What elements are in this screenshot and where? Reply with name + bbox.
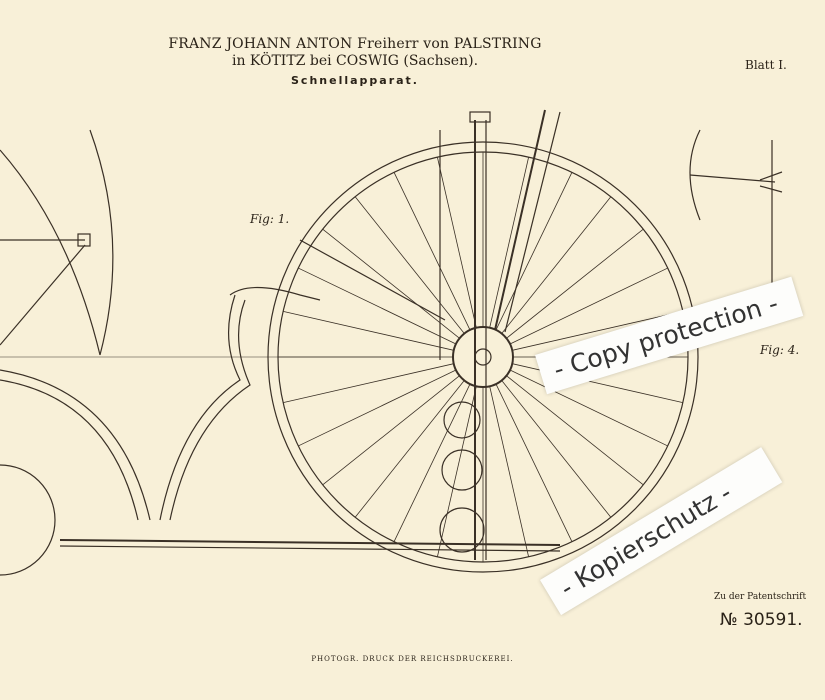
invention-title: Schnellapparat. xyxy=(291,74,419,87)
wheel-spoke xyxy=(501,380,612,518)
fig2-partial xyxy=(0,129,114,356)
wheel-spoke xyxy=(322,228,460,339)
wheel-spoke xyxy=(283,310,454,351)
wheel-spoke xyxy=(393,383,471,542)
small-wheel-left xyxy=(0,369,151,576)
large-wheel xyxy=(267,141,699,573)
wheel-spoke xyxy=(495,383,573,542)
wheel-spoke xyxy=(509,369,668,447)
figure-4-label: Fig: 4. xyxy=(760,343,800,357)
inventor-name: FRANZ JOHANN ANTON Freiherr von PALSTRIN… xyxy=(168,36,542,52)
wheel-spoke xyxy=(298,267,457,345)
inventor-location: in KÖTITZ bei COSWIG (Sachsen). xyxy=(231,53,479,69)
frame xyxy=(0,109,561,560)
patent-prefix: Zu der Patentschrift xyxy=(714,592,807,602)
wheel-spoke xyxy=(283,363,454,404)
wheel-spoke xyxy=(436,157,477,328)
printer-footer: PHOTOGR. DRUCK DER REICHSDRUCKEREI. xyxy=(311,655,514,663)
sheet-label: Blatt I. xyxy=(745,58,787,72)
wheel-spoke xyxy=(495,172,573,331)
wheel-spoke xyxy=(322,375,460,486)
wheel-spoke xyxy=(354,380,465,518)
wheel-spoke xyxy=(506,228,644,339)
wheel-spoke xyxy=(506,375,644,486)
wheel-spoke xyxy=(501,196,612,334)
wheel-spoke xyxy=(489,157,530,328)
wheel-spoke xyxy=(489,386,530,557)
wheel-spoke xyxy=(393,172,471,331)
figure-1-label: Fig: 1. xyxy=(250,212,290,226)
patent-number: № 30591. xyxy=(720,610,803,630)
wheel-spoke xyxy=(354,196,465,334)
wheel-spoke xyxy=(436,386,477,557)
wheel-spoke xyxy=(509,267,668,345)
wheel-spoke xyxy=(298,369,457,447)
